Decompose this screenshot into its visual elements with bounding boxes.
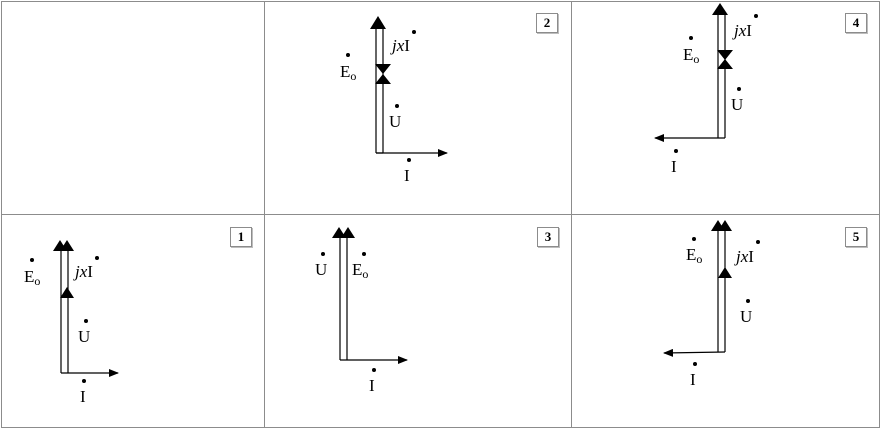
panel-4-jxi-arrowhead (712, 3, 728, 15)
panel-4-voltage-dot (737, 87, 741, 91)
panel-5-u-arrowhead (718, 267, 732, 278)
panel-3-emf-dot (362, 252, 366, 256)
panel-2-u-arrowhead (375, 74, 391, 84)
panel-1-emf-label: Eo (24, 267, 40, 288)
panel-5-jxi-label: jxI (734, 247, 754, 266)
panel-4-jxi-label: jxI (732, 21, 752, 40)
panel-2-emf-label: Eo (340, 62, 356, 83)
panel-5-current-dot (693, 362, 697, 366)
panel-4-current-label: I (671, 157, 677, 176)
panel-4-emf-dot (689, 36, 693, 40)
panel-3-voltage-label: U (315, 260, 327, 279)
panel-5-voltage-dot (746, 299, 750, 303)
panel-1-diagram: Eo jxI U I (24, 240, 119, 406)
panel-2-diagram: Eo jxI U I (340, 16, 448, 185)
panel-4-voltage-label: U (731, 95, 743, 114)
panel-4-u-arrowhead (717, 59, 733, 69)
panel-2-voltage-label: U (389, 112, 401, 131)
panel-2-jxi-dot (412, 30, 416, 34)
panel-5-jxi-arrowhead (718, 220, 732, 231)
panel-5-diagram: Eo jxI U I (663, 220, 760, 389)
panel-4-diagram: Eo jxI U I (654, 3, 758, 176)
panel-3-emf-label: Eo (352, 260, 368, 281)
panel-1-current-label: I (80, 387, 86, 406)
panel-5-current-phasor (663, 348, 726, 357)
panel-2-number: 2 (536, 13, 558, 33)
panel-2-emf-dot (346, 53, 350, 57)
panel-4-current-dot (674, 149, 678, 153)
panel-1-jxi-arrowhead (60, 240, 74, 251)
panel-2-current-label: I (404, 166, 410, 185)
panel-1-u-arrowhead (60, 287, 74, 298)
panel-5-jxi-dot (756, 240, 760, 244)
panel-5-emf-label: Eo (686, 245, 702, 266)
panel-3-e-arrowhead (341, 227, 355, 238)
panel-5-voltage-label: U (740, 307, 752, 326)
panel-3-current-dot (372, 368, 376, 372)
panel-2-current-dot (407, 158, 411, 162)
panel-1-number: 1 (230, 227, 252, 247)
panel-1-emf-dot (30, 258, 34, 262)
panel-1-voltage-dot (84, 319, 88, 323)
panel-3-diagram: U Eo I (315, 227, 408, 395)
panel-4-emf-label: Eo (683, 45, 699, 66)
row-divider (2, 214, 879, 215)
panel-2-jxi-arrowhead (370, 16, 386, 29)
panel-3-u-arrowhead (332, 227, 346, 238)
panel-3-voltage-dot (321, 252, 325, 256)
panel-4-number: 4 (845, 13, 867, 33)
panel-5-current-label: I (690, 370, 696, 389)
panel-2-e-arrowhead (375, 64, 391, 74)
panel-2-jxi-label: jxI (390, 36, 410, 55)
panel-2-voltage-dot (395, 104, 399, 108)
panel-3-number: 3 (537, 227, 559, 247)
panel-1-voltage-label: U (78, 327, 90, 346)
panel-5-number: 5 (845, 227, 867, 247)
panel-1-current-dot (82, 379, 86, 383)
panel-3-current-label: I (369, 376, 375, 395)
panel-1-jxi-dot (95, 256, 99, 260)
panel-1-jxi-label: jxI (73, 262, 93, 281)
panel-4-e-arrowhead (717, 50, 733, 60)
panel-5-emf-dot (692, 237, 696, 241)
panel-4-jxi-dot (754, 14, 758, 18)
